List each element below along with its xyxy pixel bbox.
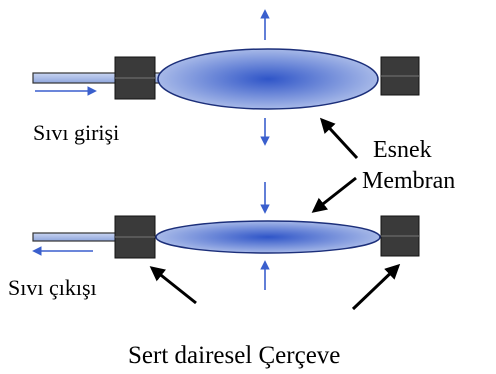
- frame-pointer-right: [351, 263, 401, 311]
- membrane-label-line1: Esnek: [373, 137, 432, 163]
- membrane-deflated: [155, 220, 381, 254]
- deflated-state: Sıvı çıkışı: [8, 182, 420, 300]
- frame-label: Sert dairesel Çerçeve: [128, 342, 340, 369]
- membrane-pointer-top: [319, 117, 359, 160]
- membrane-pointer-bottom: [311, 176, 357, 213]
- inlet-label: Sıvı girişi: [33, 120, 119, 145]
- membrane-label-line2: Membran: [362, 168, 455, 194]
- outlet-label: Sıvı çıkışı: [8, 275, 97, 300]
- membrane-inflated: [157, 48, 379, 110]
- frame-pointer-left: [149, 266, 197, 305]
- inflated-state: Sıvı girişi: [32, 9, 420, 146]
